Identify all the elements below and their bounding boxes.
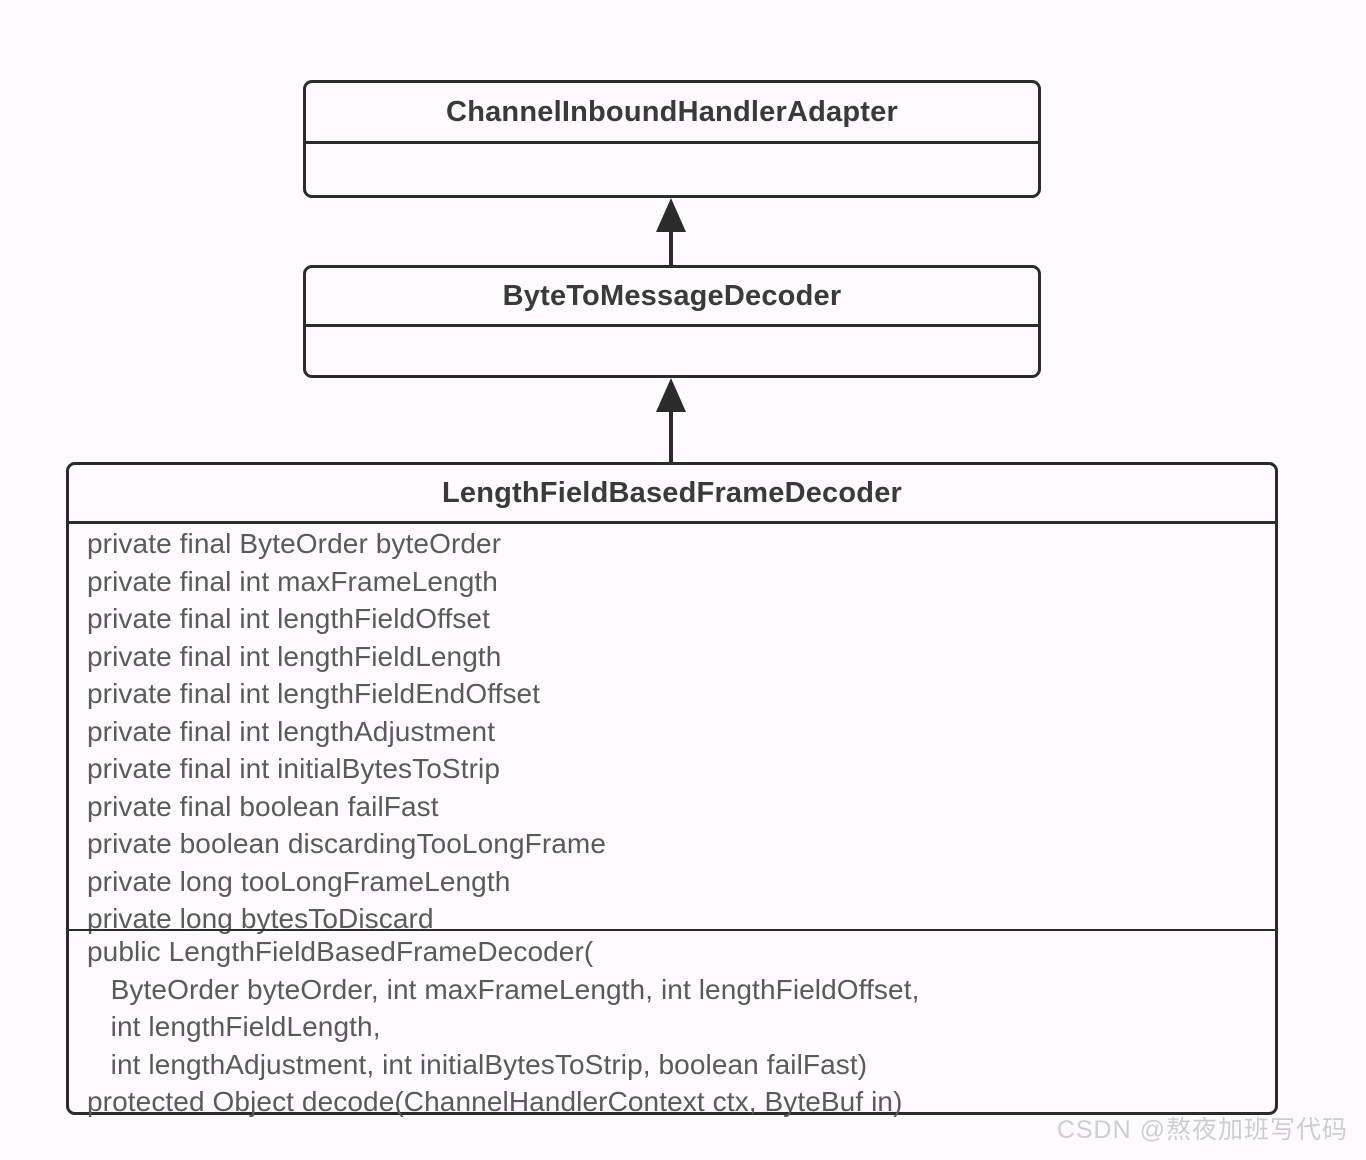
member-line: private long bytesToDiscard (87, 903, 434, 934)
arrow-head-icon (656, 378, 686, 412)
member-line: private final int lengthAdjustment (87, 715, 496, 747)
inheritance-arrow-byte-to-message-decoder-to-channel-inbound-handler-adapter (655, 198, 687, 266)
class-box-byte-to-message-decoder[interactable]: ByteToMessageDecoder (303, 265, 1041, 378)
arrow-shaft (669, 224, 673, 266)
arrow-shaft (669, 404, 673, 463)
member-line: private final int lengthFieldLength (87, 640, 502, 672)
member-line: private final boolean failFast (87, 790, 439, 822)
member-line: private long tooLongFrameLength (87, 865, 511, 897)
member-line: private final int lengthFieldEndOffset (87, 678, 541, 709)
member-line: private final ByteOrder byteOrder (87, 528, 502, 559)
inheritance-arrow-length-field-based-frame-decoder-to-byte-to-message-decoder (655, 378, 687, 463)
member-line: public LengthFieldBasedFrameDecoder( (87, 936, 594, 967)
csdn-watermark: CSDN @熬夜加班写代码 (1056, 1116, 1348, 1144)
methods-compartment: public LengthFieldBasedFrameDecoder( Byt… (87, 933, 1269, 1121)
member-line: protected Object decode(ChannelHandlerCo… (87, 1086, 903, 1117)
compartment-divider (306, 324, 1038, 327)
compartment-divider (306, 141, 1038, 144)
member-line: private final int initialBytesToStrip (87, 753, 500, 784)
arrow-head-icon (656, 198, 686, 232)
attributes-compartment-divider (69, 521, 1275, 524)
member-line: private final int maxFrameLength (87, 565, 498, 597)
member-line: ByteOrder byteOrder, int maxFrameLength,… (87, 973, 920, 1005)
member-line: int lengthFieldLength, (87, 1011, 381, 1042)
attributes-compartment: private final ByteOrder byteOrder private… (87, 525, 1269, 938)
class-box-length-field-based-frame-decoder[interactable]: LengthFieldBasedFrameDecoder private fin… (66, 462, 1278, 1117)
class-title-byte-to-message-decoder: ByteToMessageDecoder (502, 280, 842, 312)
methods-compartment-divider (69, 929, 1275, 931)
class-title-channel-inbound-handler-adapter: ChannelInboundHandlerAdapter (446, 96, 898, 128)
member-line: private boolean discardingTooLongFrame (87, 828, 607, 859)
class-box-channel-inbound-handler-adapter[interactable]: ChannelInboundHandlerAdapter (303, 80, 1041, 198)
member-line: int lengthAdjustment, int initialBytesTo… (87, 1048, 868, 1080)
member-line: private final int lengthFieldOffset (87, 603, 490, 634)
class-title-length-field-based-frame-decoder: LengthFieldBasedFrameDecoder (441, 477, 903, 509)
